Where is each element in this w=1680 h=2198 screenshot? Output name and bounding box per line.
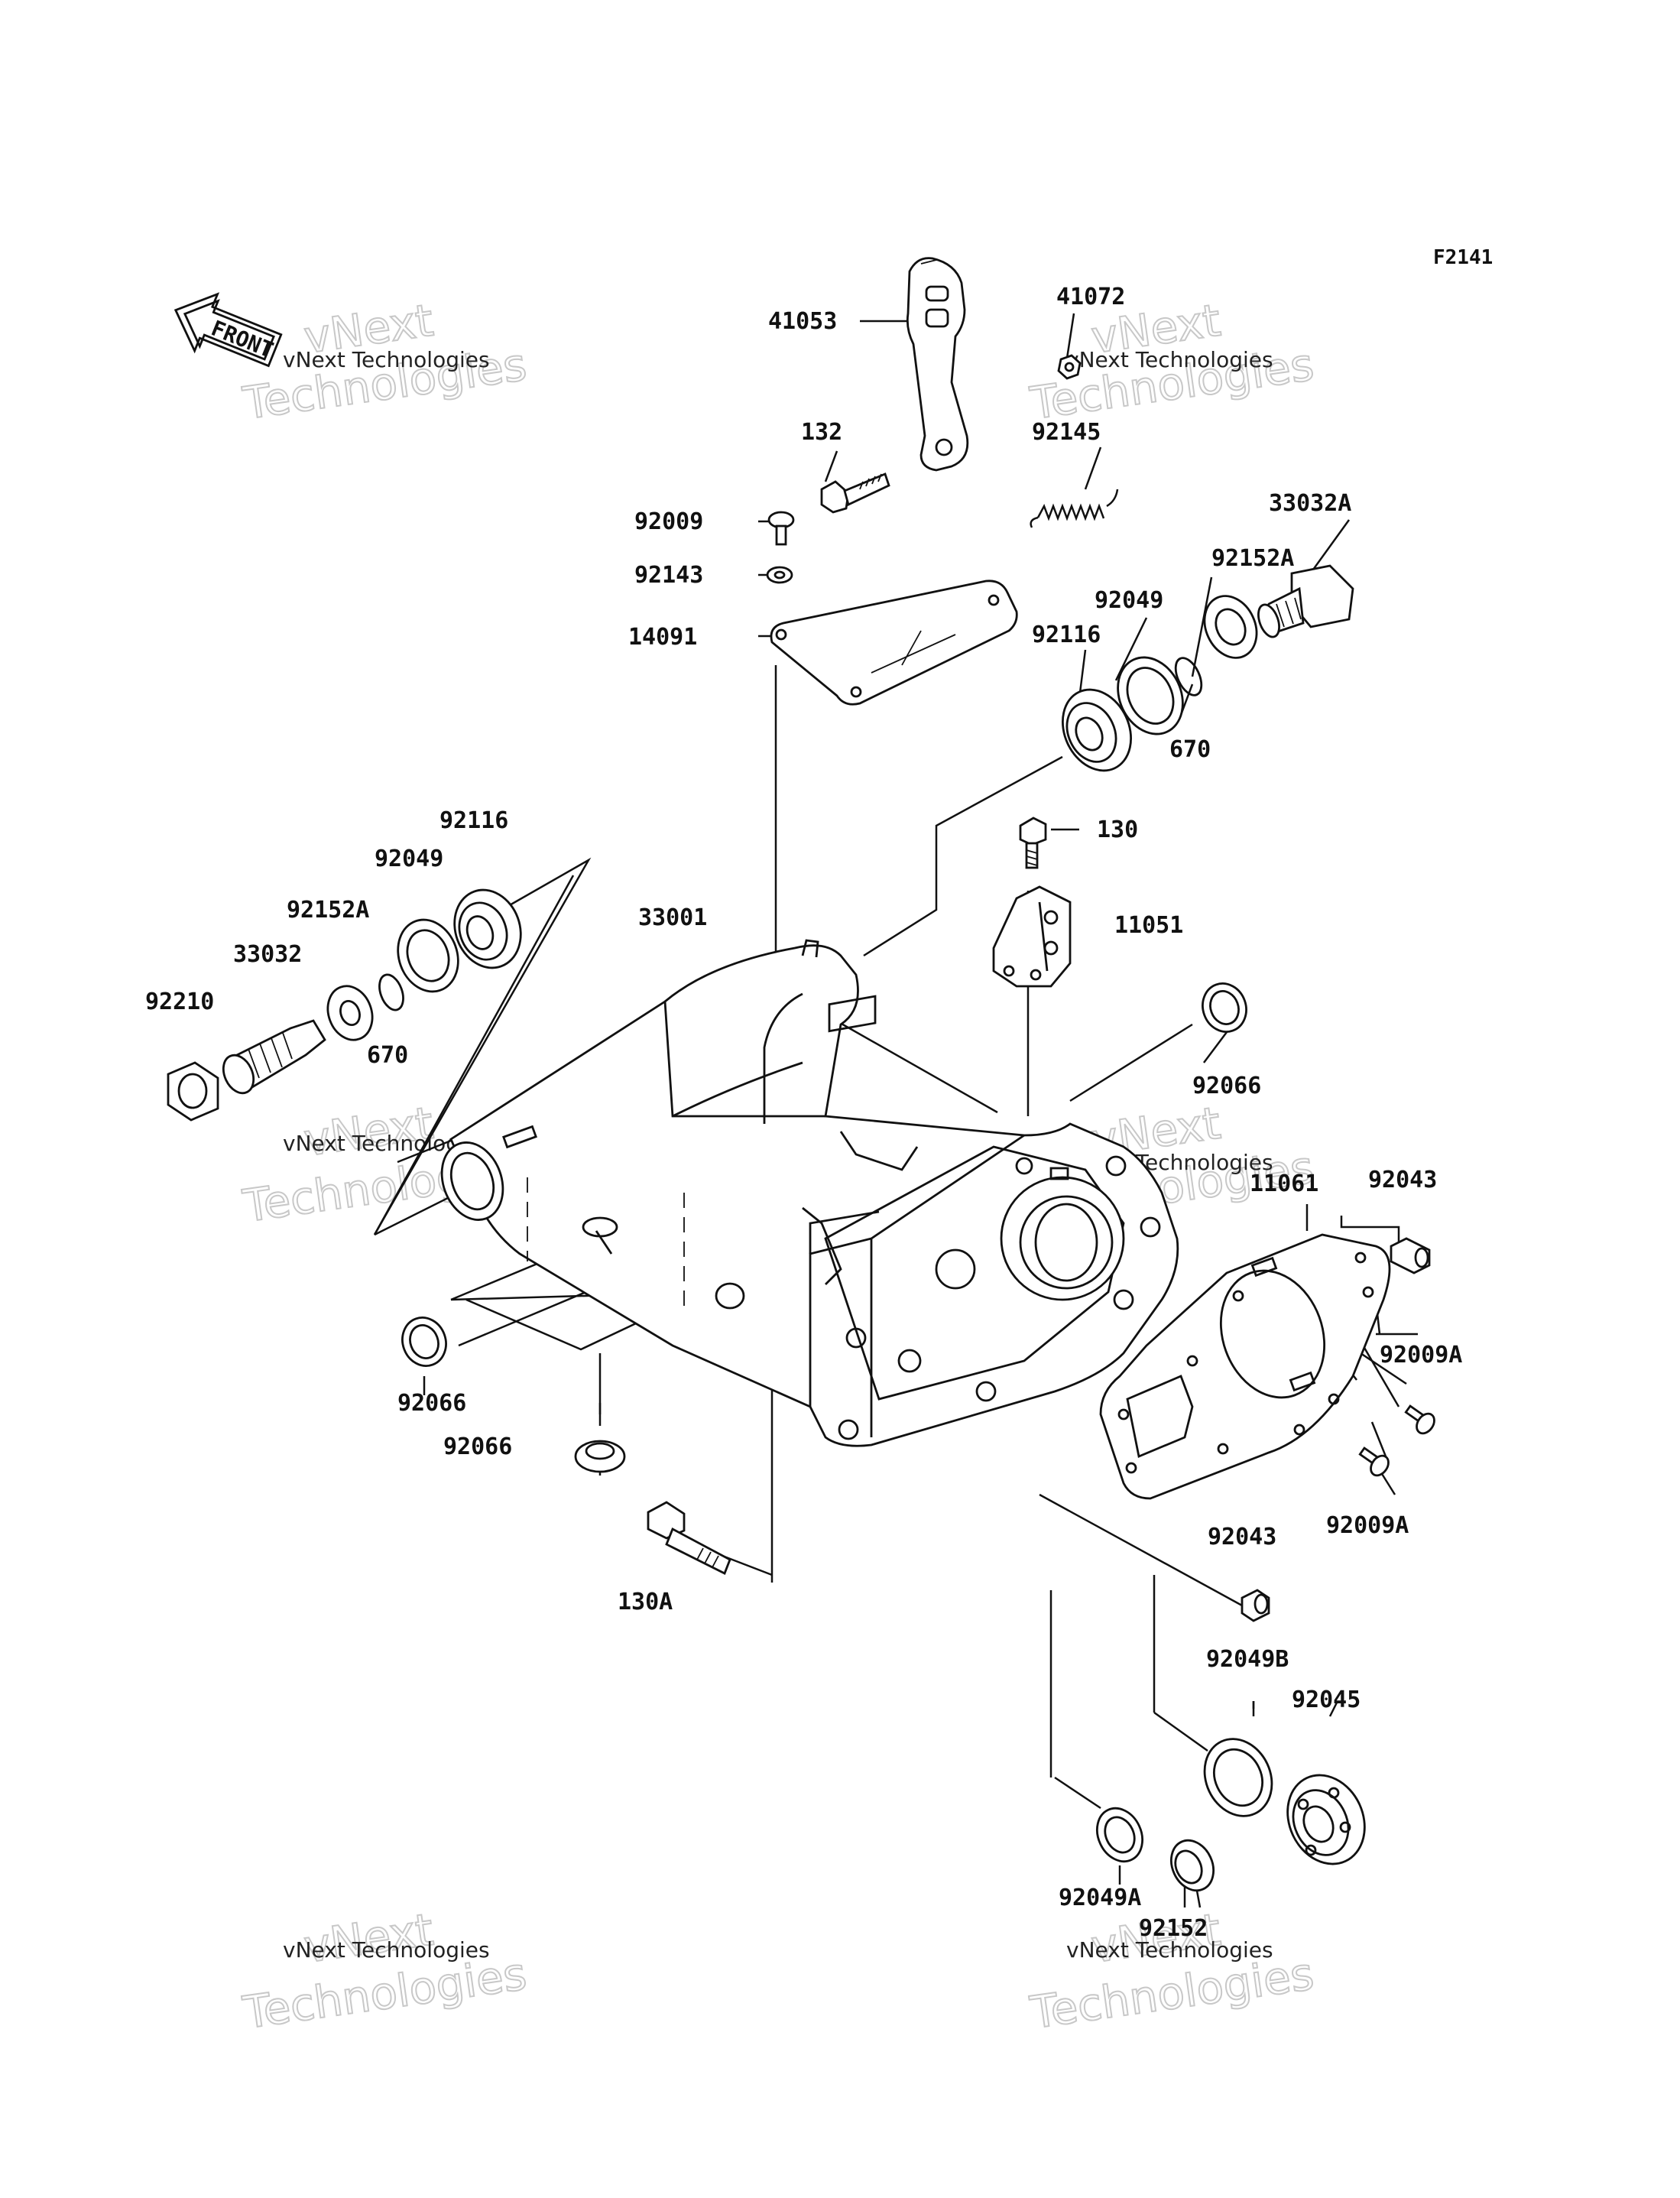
part-14091-cover-plate xyxy=(770,580,1018,706)
label-33032: 33032 xyxy=(233,941,302,968)
part-92049-oil-seal xyxy=(1117,656,1184,735)
part-92152-collar xyxy=(1170,1839,1215,1892)
label-92009A: 92009A xyxy=(1380,1342,1462,1368)
part-92145-spring xyxy=(1030,489,1119,528)
part-92043-dowel-pin xyxy=(1241,1589,1270,1622)
part-92066-dust-cap xyxy=(574,1440,626,1473)
part-92043-dowel-pin xyxy=(1390,1237,1431,1274)
label-92116: 92116 xyxy=(439,807,508,834)
part-92143-washer xyxy=(766,566,793,584)
part-33001-swingarm-housing xyxy=(440,939,1179,1447)
label-92210: 92210 xyxy=(145,989,214,1015)
part-92152A-washer xyxy=(1203,595,1258,659)
label-92066: 92066 xyxy=(397,1390,466,1417)
part-92116-bearing xyxy=(1061,688,1133,772)
label-14091: 14091 xyxy=(628,624,697,651)
label-92049: 92049 xyxy=(375,846,443,872)
label-92143: 92143 xyxy=(634,562,703,589)
part-41072-nut xyxy=(1057,354,1082,380)
part-92009A-screw xyxy=(1358,1446,1390,1477)
watermark: vNext Technologies vNext Technologies xyxy=(238,1903,530,2040)
label-92049B: 92049B xyxy=(1206,1646,1289,1673)
label-92049A: 92049A xyxy=(1059,1885,1141,1911)
part-92152A-washer xyxy=(326,985,374,1041)
part-11061-gasket xyxy=(1099,1233,1391,1500)
part-92066-dust-cap xyxy=(401,1317,447,1367)
label-41072: 41072 xyxy=(1056,284,1125,310)
front-arrow-icon: FRONT xyxy=(174,292,283,368)
label-92066: 92066 xyxy=(443,1433,512,1460)
part-92009A-screw xyxy=(1404,1404,1435,1435)
part-labels: 41053 41072 132 92145 33032A 92009 92152… xyxy=(145,284,1462,1942)
part-92066-dust-cap xyxy=(1202,982,1247,1033)
label-92009A: 92009A xyxy=(1326,1512,1409,1539)
part-92116-bearing xyxy=(453,888,522,969)
part-33032A-adjuster-bolt xyxy=(1257,564,1354,638)
part-130-bolt xyxy=(1019,817,1047,869)
svg-text:vNext Technologies: vNext Technologies xyxy=(1066,347,1273,372)
label-92152A: 92152A xyxy=(1211,545,1294,572)
part-92045-bearing xyxy=(1286,1774,1366,1865)
part-92049A-oil-seal xyxy=(1096,1807,1143,1863)
label-92116: 92116 xyxy=(1032,622,1101,648)
label-92152: 92152 xyxy=(1139,1915,1208,1942)
svg-text:vNext Technologies: vNext Technologies xyxy=(283,1937,490,1963)
part-130A-bolt xyxy=(647,1501,731,1575)
label-41053: 41053 xyxy=(768,308,837,335)
watermark: vNext Technologies vNext Technologies xyxy=(238,294,530,430)
label-132: 132 xyxy=(801,419,842,446)
part-33032-adjuster-bolt xyxy=(222,1019,326,1095)
part-132-bolt xyxy=(820,472,890,514)
part-41053-bracket xyxy=(906,257,969,472)
label-130A: 130A xyxy=(618,1589,673,1615)
label-92152A: 92152A xyxy=(287,897,369,924)
label-92045: 92045 xyxy=(1292,1687,1361,1713)
label-670: 670 xyxy=(367,1042,408,1069)
svg-text:vNext Technologies: vNext Technologies xyxy=(283,347,490,372)
label-92145: 92145 xyxy=(1032,419,1101,446)
label-11051: 11051 xyxy=(1114,912,1183,939)
label-130: 130 xyxy=(1097,817,1138,843)
svg-text:vNext Technologies: vNext Technologies xyxy=(1066,1937,1273,1963)
part-11051-bracket xyxy=(992,885,1072,988)
figure-code: F2141 xyxy=(1433,246,1493,269)
label-92066: 92066 xyxy=(1192,1073,1261,1099)
part-670-circlip xyxy=(1174,657,1203,696)
label-92043: 92043 xyxy=(1368,1167,1437,1193)
label-11061: 11061 xyxy=(1250,1170,1318,1197)
label-33032A: 33032A xyxy=(1269,490,1351,517)
label-92009: 92009 xyxy=(634,508,703,535)
part-92049B-oil-seal xyxy=(1203,1738,1273,1817)
part-92210-nut xyxy=(167,1061,219,1122)
part-670-circlip xyxy=(378,973,404,1011)
label-92043: 92043 xyxy=(1208,1524,1276,1550)
part-92049-oil-seal xyxy=(397,918,459,993)
label-33001: 33001 xyxy=(638,904,707,931)
label-670: 670 xyxy=(1169,736,1211,763)
label-92049: 92049 xyxy=(1095,587,1163,614)
part-92009-screw xyxy=(767,511,795,546)
